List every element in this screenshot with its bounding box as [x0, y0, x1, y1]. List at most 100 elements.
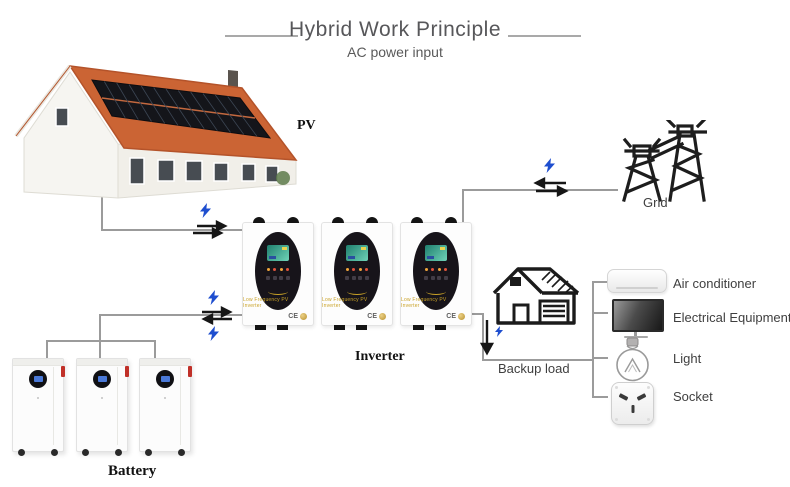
battery-switch — [61, 366, 65, 377]
inverter-tagline: Low Frequency PV Inverter — [322, 297, 368, 309]
inverter-buttons — [424, 276, 448, 280]
battery-led — [37, 397, 39, 399]
pv-label: PV — [297, 118, 316, 133]
appliance-label-ac: Air conditioner — [673, 276, 757, 291]
tv-stand — [634, 332, 637, 336]
terminal-block — [413, 325, 424, 330]
wire-battery-drop-1 — [46, 340, 48, 358]
wire-pv-to-inverter — [101, 229, 243, 231]
grid-label: Grid — [643, 195, 668, 210]
wire-battery-drop-3 — [154, 340, 156, 358]
battery-led — [164, 397, 166, 399]
inverter-logo — [268, 288, 288, 295]
backup-load-label: Backup load — [498, 361, 570, 376]
battery-display — [156, 370, 174, 388]
terminal-block — [356, 325, 367, 330]
battery-seam — [180, 367, 181, 445]
title-rule-right — [508, 35, 581, 37]
mount-hook — [366, 217, 378, 223]
flow-backup-arrow — [479, 320, 503, 356]
battery-unit-2 — [76, 358, 129, 456]
battery-display — [93, 370, 111, 388]
battery-top — [77, 359, 127, 366]
wire-branch-tv — [592, 312, 608, 314]
inverter-tagline: Low Frequency PV Inverter — [243, 297, 289, 309]
inverter-display — [267, 245, 289, 261]
inverter-buttons — [266, 276, 290, 280]
inverter-leds — [425, 268, 447, 271]
appliance-label-electrical: Electrical Equipment — [673, 310, 790, 325]
inverter-tagline: Low Frequency PV Inverter — [401, 297, 447, 309]
backup-house-icon — [492, 267, 580, 325]
grid-tower-icon — [622, 120, 707, 202]
wire-branch-socket — [592, 396, 608, 398]
wire-backup-stub — [470, 313, 484, 315]
mount-hook — [445, 217, 457, 223]
page-title: Hybrid Work Principle — [289, 18, 501, 41]
inverter-display — [346, 245, 368, 261]
mount-hook — [411, 217, 423, 223]
battery-switch — [188, 366, 192, 377]
inverter-unit-3: Low Frequency PV Inverter CE — [400, 217, 472, 330]
wire-battery-to-inverter — [99, 314, 243, 316]
wire-branch-ac — [592, 281, 608, 283]
gold-medal-icon — [458, 313, 465, 320]
wire-pv-vertical — [101, 192, 103, 231]
ce-mark: CE — [367, 313, 386, 320]
inverter-panel — [413, 232, 459, 310]
mount-hook — [332, 217, 344, 223]
wire-backup-vertical — [482, 313, 484, 361]
pv-house-illustration — [14, 64, 298, 199]
appliance-label-light: Light — [673, 351, 702, 366]
mount-hook — [287, 217, 299, 223]
caster-wheel — [18, 449, 25, 456]
inverter-buttons — [345, 276, 369, 280]
wire-branch-light — [592, 357, 608, 359]
inverter-leds — [346, 268, 368, 271]
inverter-panel — [255, 232, 301, 310]
air-conditioner-icon — [607, 269, 667, 293]
caster-wheel — [51, 449, 58, 456]
terminal-block — [435, 325, 446, 330]
battery-top — [13, 359, 63, 366]
inverter-unit-1: Low Frequency PV Inverter CE — [242, 217, 314, 330]
wire-backup-to-loads — [482, 359, 594, 361]
flow-battery-arrow — [201, 290, 233, 341]
battery-seam — [53, 367, 54, 445]
ce-mark: CE — [446, 313, 465, 320]
battery-top — [140, 359, 190, 366]
caster-wheel — [115, 449, 122, 456]
caster-wheel — [145, 449, 152, 456]
battery-switch — [125, 366, 129, 377]
wire-battery-drop-2 — [99, 340, 101, 358]
inverter-panel — [334, 232, 380, 310]
bulb-icon — [616, 337, 649, 382]
page-subtitle: AC power input — [347, 44, 443, 60]
battery-led — [101, 397, 103, 399]
battery-display — [29, 370, 47, 388]
flow-grid-arrow — [533, 158, 569, 197]
inverter-logo — [347, 288, 367, 295]
battery-unit-1 — [12, 358, 65, 456]
tv-icon — [612, 299, 664, 332]
tv-base — [624, 336, 648, 338]
inverter-display — [425, 245, 447, 261]
terminal-block — [255, 325, 266, 330]
socket-icon — [611, 382, 654, 425]
appliance-label-socket: Socket — [673, 389, 713, 404]
caster-wheel — [82, 449, 89, 456]
battery-seam — [117, 367, 118, 445]
wire-battery-manifold — [46, 340, 156, 342]
inverter-label: Inverter — [355, 349, 405, 364]
inverter-logo — [426, 288, 446, 295]
gold-medal-icon — [379, 313, 386, 320]
mount-hook — [253, 217, 265, 223]
gold-medal-icon — [300, 313, 307, 320]
wire-grid-vertical — [462, 190, 464, 222]
wire-battery-vertical — [99, 314, 101, 342]
battery-unit-3 — [139, 358, 192, 456]
terminal-block — [277, 325, 288, 330]
inverter-unit-2: Low Frequency PV Inverter CE — [321, 217, 393, 330]
flow-pv-arrow — [193, 203, 228, 239]
